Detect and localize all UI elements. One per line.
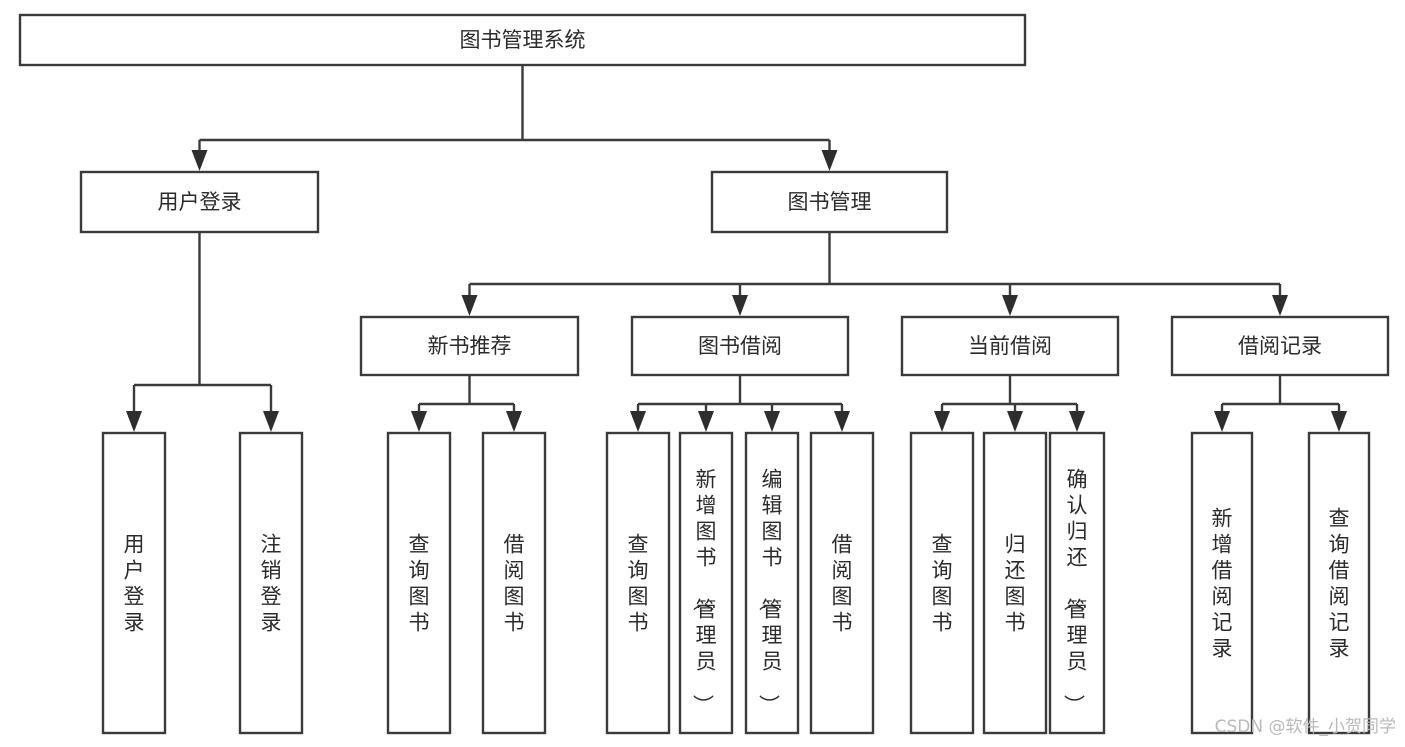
node-label: 借阅图书	[832, 532, 853, 634]
node-n_current[interactable]: 当前借阅	[900, 315, 1120, 377]
node-box[interactable]	[909, 431, 975, 735]
node-l_logout[interactable]: 注销登录	[238, 431, 304, 735]
node-box[interactable]	[238, 431, 304, 735]
node-box[interactable]	[1170, 315, 1390, 377]
node-box[interactable]	[678, 431, 734, 735]
arrow-head-icon	[411, 411, 427, 432]
node-box[interactable]	[605, 431, 671, 735]
node-n_book_mgmt[interactable]: 图书管理	[710, 170, 949, 234]
node-label: 图书借阅	[698, 334, 782, 358]
arrow-head-icon	[1069, 411, 1085, 432]
node-label: 确认归还（管理员）	[1062, 467, 1088, 715]
node-l_query_book_3[interactable]: 查询图书	[909, 431, 975, 735]
arrow-head-icon	[821, 150, 838, 171]
node-box[interactable]	[744, 431, 800, 735]
node-box[interactable]	[710, 170, 949, 234]
node-l_user_login[interactable]: 用户登录	[101, 431, 167, 735]
nodes-layer: 图书管理系统用户登录图书管理新书推荐图书借阅当前借阅借阅记录用户登录注销登录查询…	[18, 13, 1390, 735]
arrow-head-icon	[834, 411, 850, 432]
node-box[interactable]	[1048, 431, 1106, 735]
node-label: 新书推荐	[428, 334, 512, 358]
node-l_add_book[interactable]: 新增图书（管理员）	[678, 431, 734, 735]
node-box[interactable]	[481, 431, 547, 735]
node-n_new_rec[interactable]: 新书推荐	[359, 315, 580, 377]
node-l_confirm_return[interactable]: 确认归还（管理员）	[1048, 431, 1106, 735]
node-label: 查询图书	[932, 532, 953, 634]
node-l_borrow_book_1[interactable]: 借阅图书	[481, 431, 547, 735]
arrow-head-icon	[698, 411, 714, 432]
node-label: 查询图书	[409, 532, 430, 634]
arrow-head-icon	[1002, 295, 1018, 316]
node-l_add_record[interactable]: 新增借阅记录	[1190, 431, 1254, 735]
node-label: 归还图书	[1005, 532, 1026, 634]
arrow-head-icon	[1331, 411, 1347, 432]
node-l_query_book_2[interactable]: 查询图书	[605, 431, 671, 735]
arrow-head-icon	[1272, 295, 1288, 316]
node-label: 编辑图书（管理员）	[757, 467, 783, 715]
node-label: 新增借阅记录	[1212, 506, 1233, 660]
arrow-head-icon	[263, 411, 279, 432]
node-box[interactable]	[630, 315, 850, 377]
node-n_user_login[interactable]: 用户登录	[79, 170, 320, 234]
node-label: 借阅记录	[1238, 334, 1322, 358]
arrow-head-icon	[934, 411, 950, 432]
node-label: 图书管理系统	[460, 28, 586, 52]
connectors-layer	[126, 65, 1347, 432]
node-box[interactable]	[900, 315, 1120, 377]
node-label: 图书管理	[788, 190, 872, 214]
arrow-head-icon	[764, 411, 780, 432]
node-label: 查询借阅记录	[1329, 506, 1350, 660]
node-box[interactable]	[1190, 431, 1254, 735]
csdn-watermark: CSDN @软件_小贺同学	[1215, 717, 1396, 737]
node-l_edit_book[interactable]: 编辑图书（管理员）	[744, 431, 800, 735]
node-box[interactable]	[79, 170, 320, 234]
node-label: 用户登录	[158, 190, 242, 214]
node-l_return_book[interactable]: 归还图书	[982, 431, 1048, 735]
node-box[interactable]	[386, 431, 452, 735]
node-box[interactable]	[101, 431, 167, 735]
node-l_query_record[interactable]: 查询借阅记录	[1307, 431, 1371, 735]
node-n_borrow[interactable]: 图书借阅	[630, 315, 850, 377]
node-label: 注销登录	[261, 532, 282, 634]
node-label: 借阅图书	[504, 532, 525, 634]
arrow-head-icon	[461, 295, 478, 316]
node-root[interactable]: 图书管理系统	[18, 13, 1027, 67]
arrow-head-icon	[126, 411, 142, 432]
arrow-head-icon	[506, 411, 522, 432]
node-box[interactable]	[1307, 431, 1371, 735]
arrow-head-icon	[732, 295, 748, 316]
node-l_query_book_1[interactable]: 查询图书	[386, 431, 452, 735]
arrow-head-icon	[1007, 411, 1023, 432]
node-label: 当前借阅	[968, 334, 1052, 358]
arrow-head-icon	[630, 411, 646, 432]
node-box[interactable]	[982, 431, 1048, 735]
node-box[interactable]	[359, 315, 580, 377]
node-box[interactable]	[809, 431, 875, 735]
node-label: 用户登录	[124, 532, 145, 634]
node-label: 查询图书	[628, 532, 649, 634]
arrow-head-icon	[1214, 411, 1230, 432]
node-box[interactable]	[18, 13, 1027, 67]
node-n_history[interactable]: 借阅记录	[1170, 315, 1390, 377]
node-l_borrow_book_2[interactable]: 借阅图书	[809, 431, 875, 735]
node-label: 新增图书（管理员）	[691, 467, 717, 715]
arrow-head-icon	[191, 150, 208, 171]
